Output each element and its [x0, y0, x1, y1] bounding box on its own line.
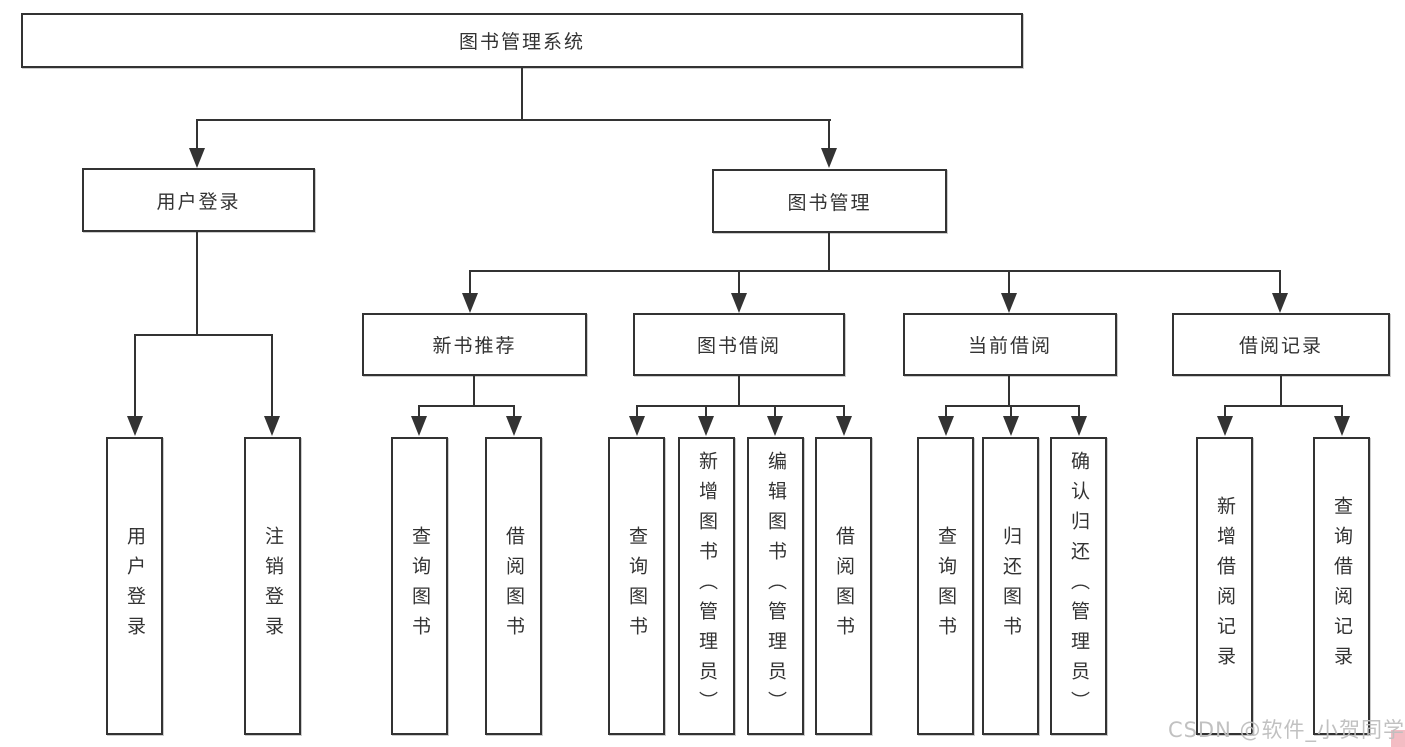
connector-line — [469, 270, 1281, 272]
arrowhead-icon — [189, 148, 205, 168]
connector-line — [636, 405, 638, 419]
arrowhead-icon — [836, 416, 852, 436]
node-book-management: 图书管理 — [712, 169, 947, 233]
node-new-book-recommend-label: 新书推荐 — [432, 335, 517, 357]
connector-line — [134, 334, 136, 418]
connector-line — [196, 119, 198, 151]
node-book-borrowing: 图书借阅 — [633, 313, 845, 376]
connector-line — [1010, 405, 1012, 419]
leaf-borrowing-add-book-admin: 新增图书（管理员） — [678, 437, 735, 735]
connector-line — [1280, 376, 1282, 407]
leaf-borrowing-borrow-book: 借阅图书 — [815, 437, 872, 735]
connector-line — [1008, 270, 1010, 296]
leaf-current-query-book-label: 查询图书 — [935, 526, 957, 646]
connector-line — [271, 334, 273, 418]
leaf-borrowing-edit-book-admin: 编辑图书（管理员） — [747, 437, 804, 735]
arrowhead-icon — [1001, 293, 1017, 313]
connector-line — [521, 68, 523, 121]
arrowhead-icon — [506, 416, 522, 436]
connector-line — [738, 376, 740, 407]
arrowhead-icon — [1003, 416, 1019, 436]
node-book-management-label: 图书管理 — [787, 191, 872, 214]
arrowhead-icon — [1272, 293, 1288, 313]
node-new-book-recommend: 新书推荐 — [362, 313, 587, 376]
node-root-label: 图书管理系统 — [458, 31, 585, 53]
arrowhead-icon — [731, 293, 747, 313]
connector-line — [418, 405, 515, 407]
connector-line — [473, 376, 475, 407]
connector-line — [945, 405, 1080, 407]
connector-line — [945, 405, 947, 419]
node-borrowing-records-label: 借阅记录 — [1238, 335, 1323, 357]
leaf-records-add-record-label: 新增借阅记录 — [1214, 496, 1236, 676]
connector-line — [1224, 405, 1343, 407]
corner-accent — [1391, 730, 1405, 747]
leaf-current-confirm-return-admin-label: 确认归还（管理员） — [1068, 451, 1090, 721]
leaf-records-query-record: 查询借阅记录 — [1313, 437, 1370, 735]
arrowhead-icon — [1217, 416, 1233, 436]
leaf-logout: 注销登录 — [244, 437, 301, 735]
connector-line — [843, 405, 845, 419]
arrowhead-icon — [1071, 416, 1087, 436]
arrowhead-icon — [411, 416, 427, 436]
arrowhead-icon — [629, 416, 645, 436]
connector-line — [1224, 405, 1226, 419]
arrowhead-icon — [767, 416, 783, 436]
leaf-logout-label: 注销登录 — [262, 526, 284, 646]
connector-line — [705, 405, 707, 419]
connector-line — [418, 405, 420, 419]
leaf-current-query-book: 查询图书 — [917, 437, 974, 735]
leaf-current-return-book: 归还图书 — [982, 437, 1039, 735]
connector-line — [513, 405, 515, 419]
node-current-borrowing-label: 当前借阅 — [967, 335, 1052, 357]
leaf-borrowing-borrow-book-label: 借阅图书 — [833, 526, 855, 646]
connector-line — [1078, 405, 1080, 419]
node-current-borrowing: 当前借阅 — [903, 313, 1117, 376]
connector-line — [828, 119, 830, 151]
leaf-records-query-record-label: 查询借阅记录 — [1331, 496, 1353, 676]
leaf-recommend-query-book: 查询图书 — [391, 437, 448, 735]
leaf-recommend-borrow-book: 借阅图书 — [485, 437, 542, 735]
connector-line — [738, 270, 740, 296]
node-borrowing-records: 借阅记录 — [1172, 313, 1390, 376]
node-book-borrowing-label: 图书借阅 — [696, 335, 781, 357]
connector-line — [196, 119, 831, 121]
connector-line — [828, 233, 830, 272]
node-user-login-label: 用户登录 — [156, 190, 241, 213]
node-root: 图书管理系统 — [21, 13, 1023, 68]
connector-line — [636, 405, 845, 407]
leaf-user-login-label: 用户登录 — [124, 526, 146, 646]
connector-line — [1008, 376, 1010, 407]
arrowhead-icon — [264, 416, 280, 436]
leaf-user-login: 用户登录 — [106, 437, 163, 735]
connector-line — [469, 270, 471, 296]
connector-line — [196, 232, 198, 336]
connector-line — [1279, 270, 1281, 296]
leaf-recommend-borrow-book-label: 借阅图书 — [503, 526, 525, 646]
leaf-borrowing-add-book-admin-label: 新增图书（管理员） — [696, 451, 718, 721]
connector-line — [774, 405, 776, 419]
leaf-borrowing-query-book: 查询图书 — [608, 437, 665, 735]
leaf-records-add-record: 新增借阅记录 — [1196, 437, 1253, 735]
arrowhead-icon — [698, 416, 714, 436]
leaf-borrowing-edit-book-admin-label: 编辑图书（管理员） — [765, 451, 787, 721]
arrowhead-icon — [938, 416, 954, 436]
leaf-borrowing-query-book-label: 查询图书 — [626, 526, 648, 646]
arrowhead-icon — [1334, 416, 1350, 436]
leaf-current-return-book-label: 归还图书 — [1000, 526, 1022, 646]
arrowhead-icon — [821, 148, 837, 168]
leaf-current-confirm-return-admin: 确认归还（管理员） — [1050, 437, 1107, 735]
leaf-recommend-query-book-label: 查询图书 — [409, 526, 431, 646]
arrowhead-icon — [127, 416, 143, 436]
node-user-login: 用户登录 — [82, 168, 315, 232]
connector-line — [1341, 405, 1343, 419]
connector-line — [134, 334, 273, 336]
csdn-watermark: CSDN @软件_小贺同学 — [1167, 718, 1405, 742]
arrowhead-icon — [462, 293, 478, 313]
